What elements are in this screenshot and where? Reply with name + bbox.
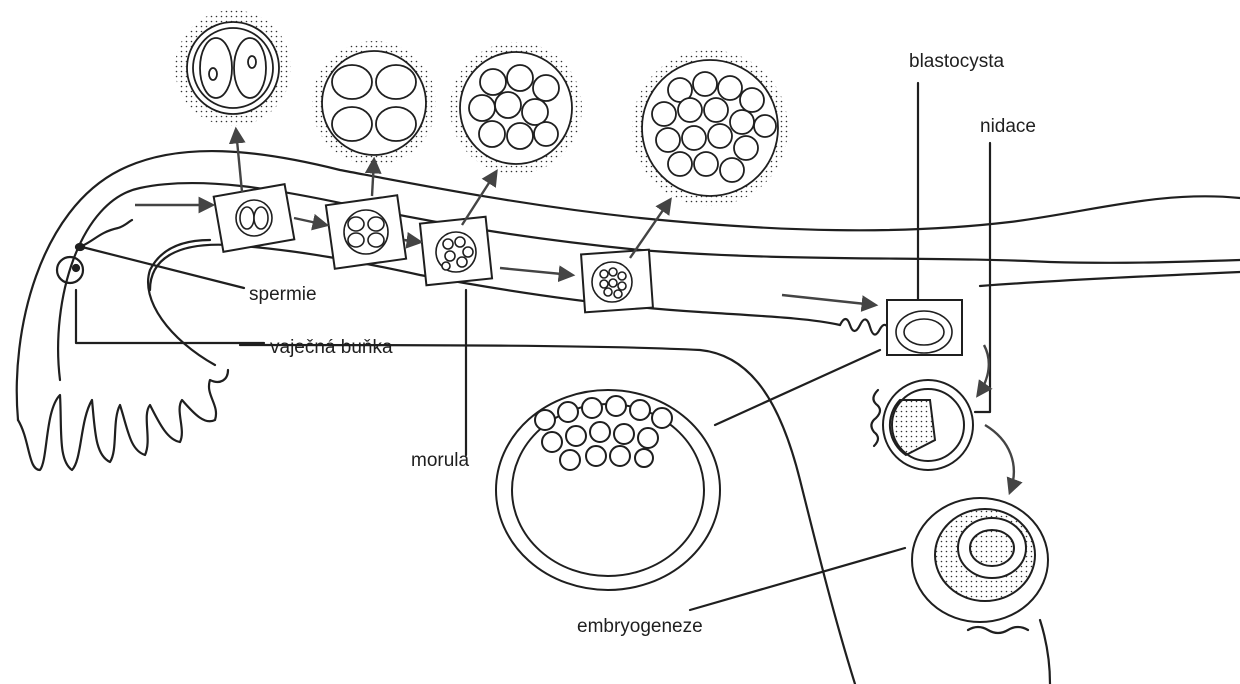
label-morula: morula: [411, 451, 469, 470]
arrow-implant-to-embryo: [985, 425, 1014, 492]
arrow-box3-to-box4: [500, 268, 572, 275]
uterus-wall-right: [1040, 620, 1050, 684]
arrow-up-2cell: [236, 130, 242, 192]
sperm-tail: [82, 220, 132, 246]
label-blastocysta: blastocysta: [909, 52, 1004, 71]
arrow-up-morula: [630, 200, 670, 258]
endometrium-wavy-2: [871, 390, 880, 446]
fimbriae: [18, 370, 228, 470]
arrow-blasto-to-implant: [978, 345, 989, 395]
leader-embryogeneze: [690, 548, 905, 610]
arrow-box2-to-box3: [404, 240, 420, 242]
label-nidace: nidace: [980, 117, 1036, 136]
oviduct-lower-outer: [148, 240, 215, 365]
label-spermie: spermie: [249, 285, 317, 304]
arrow-box1-to-box2: [294, 218, 326, 225]
arrow-to-blasto-box: [782, 295, 875, 305]
label-vajecna-bunka: vaječná buňka: [270, 338, 393, 357]
leader-blasto-large: [715, 350, 880, 425]
arrow-up-4cell: [372, 160, 374, 196]
oviduct-uterus-lower: [980, 272, 1240, 286]
zygote-4cell-small: [344, 210, 388, 254]
label-embryogeneze: embryogeneze: [577, 617, 703, 636]
leader-vajecna: [76, 290, 264, 343]
endometrium-wavy-3: [968, 627, 1028, 633]
